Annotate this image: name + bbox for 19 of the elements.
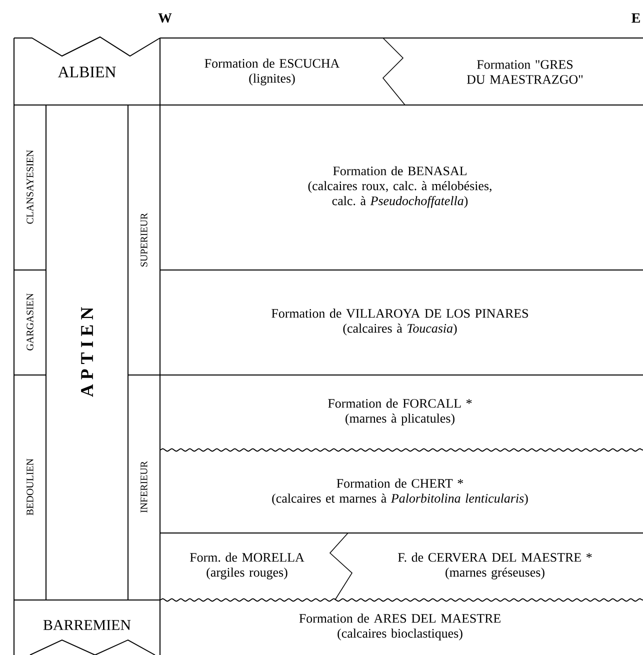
substage-cell: SUPERIEUR	[140, 212, 148, 266]
direction-label: W	[158, 13, 172, 23]
formation-cell: F. de CERVERA DEL MAESTRE * (marnes gréseuses)	[398, 552, 592, 580]
substage-cell: BEDOULIEN	[26, 458, 34, 516]
substage-cell: GARGASIEN	[26, 293, 34, 350]
formation-cell: Formation de FORCALL * (marnes à plicatules)	[328, 398, 472, 426]
stage-cell: ALBIEN	[58, 66, 116, 78]
formation-cell: Formation "GRES DU MAESTRAZGO"	[466, 60, 583, 84]
formation-cell: Formation de ESCUCHA (lignites)	[204, 58, 340, 86]
formation-cell: Formation de VILLAROYA DE LOS PINARES (calcaires à Toucasia)	[272, 308, 528, 336]
substage-cell: CLANSAYESIEN	[26, 150, 34, 224]
substage-cell: INFERIEUR	[140, 461, 148, 513]
formation-cell: Formation de CHERT * (calcaires et marnes à Palorbitolina lenticularis)	[272, 478, 528, 506]
formation-cell: Form. de MORELLA (argiles rouges)	[190, 552, 304, 580]
stage-cell: BARREMIEN	[43, 620, 131, 630]
formation-cell: Formation de BENASAL (calcaires roux, calc. à mélobésies, calc. à Pseudochoffatella)	[308, 166, 492, 208]
direction-label: E	[632, 13, 640, 23]
stage-cell: A P T I E N	[81, 307, 93, 397]
formation-cell: Formation de ARES DEL MAESTRE (calcaires bioclastiques)	[299, 614, 500, 640]
